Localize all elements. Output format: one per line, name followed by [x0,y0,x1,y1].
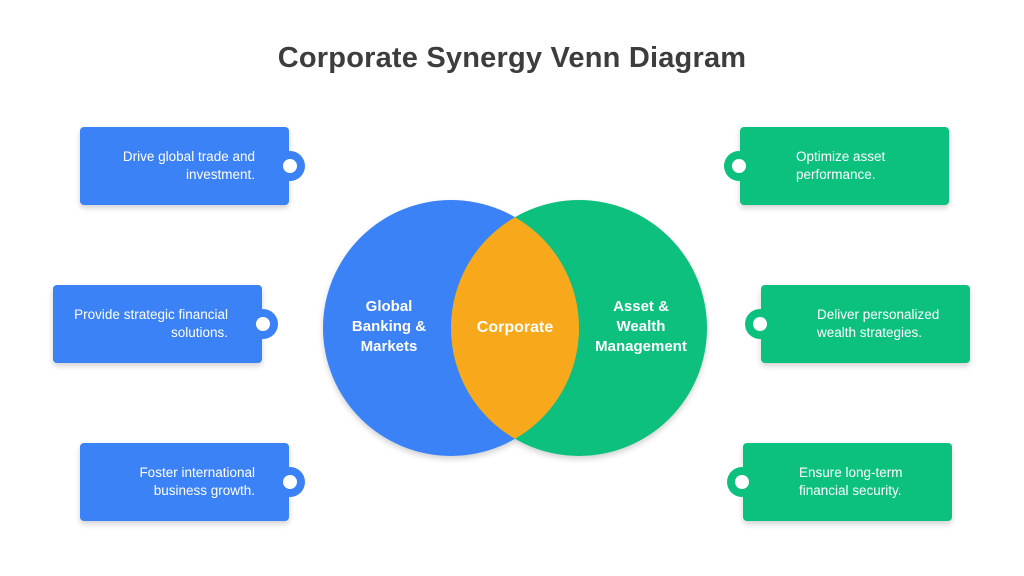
connector-circle-icon [727,467,757,497]
right-card-2: Deliver personalized wealth strategies. [745,285,970,363]
left-card-1: Drive global trade and investment. [80,127,305,205]
venn-intersection [451,200,579,456]
right-card-3-text: Ensure long-term financial security. [799,465,903,498]
right-card-2-text: Deliver personalized wealth strategies. [817,307,940,340]
left-card-3-text: Foster international business growth. [139,465,255,498]
right-card-3: Ensure long-term financial security. [727,443,952,521]
connector-circle-icon [275,151,305,181]
left-card-2-text: Provide strategic financial solutions. [74,307,228,340]
venn-right-label: Asset & Wealth Management [595,298,687,355]
left-card-3: Foster international business growth. [80,443,305,521]
connector-circle-icon [248,309,278,339]
connector-circle-icon [724,151,754,181]
venn-svg [323,200,707,456]
connector-circle-icon [745,309,775,339]
venn-diagram: Global Banking & Markets Corporate Asset… [300,190,720,470]
right-card-1-text: Optimize asset performance. [796,149,886,182]
venn-left-label: Global Banking & Markets [351,298,427,355]
connector-circle-icon [275,467,305,497]
page-title: Corporate Synergy Venn Diagram [277,42,747,74]
left-card-2: Provide strategic financial solutions. [53,285,278,363]
venn-center-label: Corporate [476,319,554,336]
right-card-1: Optimize asset performance. [724,127,949,205]
left-card-1-text: Drive global trade and investment. [122,149,255,182]
